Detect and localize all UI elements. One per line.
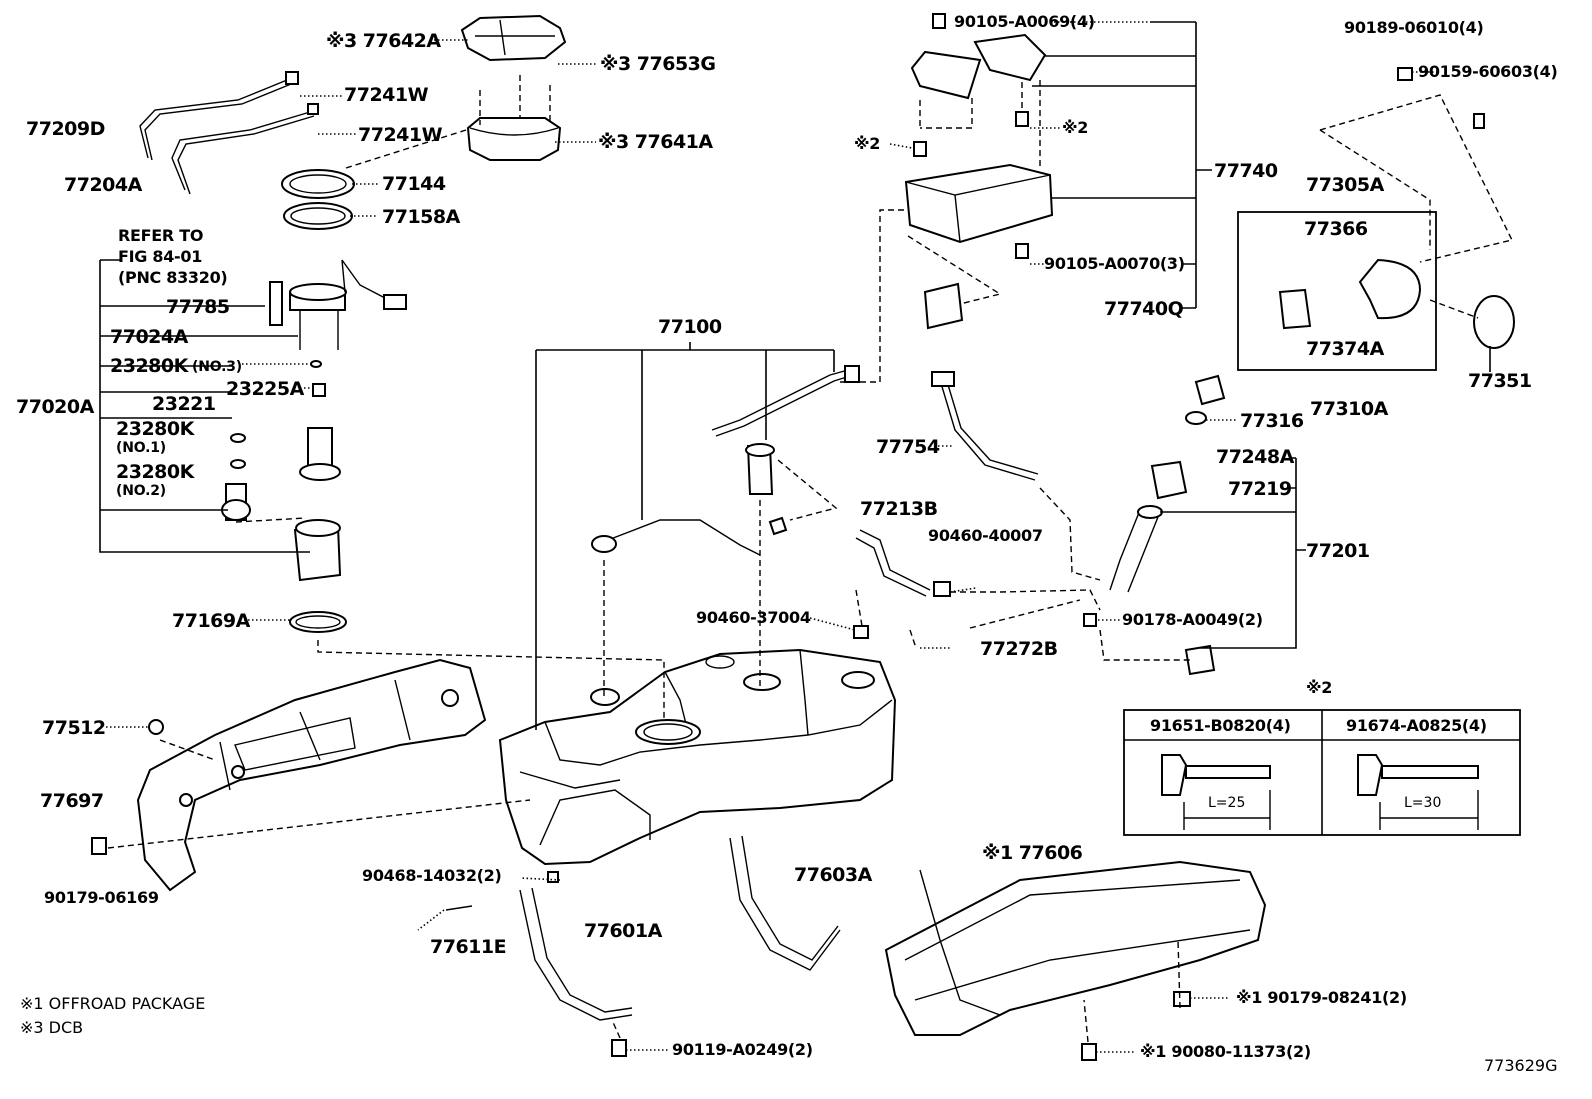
callout-90189-06010: 90189-06010(4) (1344, 18, 1484, 37)
leader-lines (106, 21, 1440, 1053)
callout-77219: 77219 (1228, 478, 1292, 500)
assembly-dashes (107, 80, 1514, 1043)
tank-bands (445, 835, 841, 1021)
refer-line-2: FIG 84-01 (118, 247, 203, 266)
callout-77641A: ※3 77641A (598, 131, 713, 153)
refer-line-1: REFER TO (118, 226, 204, 245)
callout-77316: 77316 (1240, 410, 1304, 432)
bolt-table-length-1: L=25 (1208, 795, 1246, 811)
callout-77512: 77512 (42, 717, 106, 739)
callout-x2-left: ※2 (854, 134, 881, 153)
callout-77351: 77351 (1468, 370, 1532, 392)
callout-77697: 77697 (40, 790, 104, 812)
callout-77310A: 77310A (1310, 398, 1388, 420)
refer-note: REFER TO FIG 84-01 (PNC 83320) (118, 226, 228, 287)
callout-77653G: ※3 77653G (600, 53, 716, 75)
callout-77020A: 77020A (16, 396, 94, 418)
callout-77754: 77754 (876, 436, 940, 458)
callout-77213B: 77213B (860, 498, 938, 520)
callout-77204A: 77204A (64, 174, 142, 196)
charcoal-canister (904, 13, 1054, 330)
callout-77611E: 77611E (430, 936, 507, 958)
callout-77740Q: 77740Q (1104, 298, 1184, 320)
bolt-table-part-1: 91651-B0820(4) (1150, 716, 1291, 735)
callout-23225A: 23225A (226, 378, 304, 400)
fuel-tank (498, 648, 897, 866)
callout-23280K-1-note: (NO.1) (116, 440, 166, 456)
callout-77305A: 77305A (1306, 174, 1384, 196)
filler-pipe (853, 371, 1226, 676)
callout-90105-A0069: 90105-A0069(4) (954, 12, 1095, 31)
callout-23280K-2: 23280K (116, 461, 194, 483)
callout-77272B: 77272B (980, 638, 1058, 660)
callout-77169A: 77169A (172, 610, 250, 632)
callout-23280K-3-note: (NO.3) (192, 359, 242, 375)
note-dcb: ※3 DCB (20, 1018, 84, 1037)
bolt-table-part-2: 91674-A0825(4) (1346, 716, 1487, 735)
callout-90179-06169: 90179-06169 (44, 888, 159, 907)
note-offroad: ※1 OFFROAD PACKAGE (20, 994, 206, 1013)
callout-77241W-a: 77241W (344, 84, 429, 106)
bolt-table-marker: ※2 (1306, 678, 1333, 697)
callout-77606: ※1 77606 (982, 842, 1083, 864)
callout-77366: 77366 (1304, 218, 1368, 240)
callout-77374A: 77374A (1306, 338, 1384, 360)
callout-77642A: ※3 77642A (326, 30, 441, 52)
callout-77248A: 77248A (1216, 446, 1294, 468)
callout-23221: 23221 (152, 393, 216, 415)
callout-90179-08241: ※1 90179-08241(2) (1236, 988, 1407, 1007)
fuel-pump-module (139, 14, 567, 633)
refer-line-3: (PNC 83320) (118, 268, 228, 287)
skid-plate (884, 860, 1267, 1036)
callout-90468-14032: 90468-14032(2) (362, 866, 502, 885)
callout-77024A: 77024A (110, 326, 188, 348)
callout-90460-37004: 90460-37004 (696, 608, 811, 627)
heat-insulator (136, 658, 487, 892)
fuel-door (1237, 67, 1515, 371)
bolt-table-length-2: L=30 (1404, 795, 1442, 811)
callout-77144: 77144 (382, 173, 446, 195)
bolt-table (1123, 709, 1521, 836)
callout-77209D: 77209D (26, 118, 105, 140)
callout-90105-A0070: 90105-A0070(3) (1044, 254, 1185, 273)
callout-23280K-1: 23280K (116, 418, 194, 440)
callout-77100: 77100 (658, 316, 722, 338)
callout-90080-11373: ※1 90080-11373(2) (1140, 1042, 1311, 1061)
callout-23280K-3: 23280K (110, 355, 188, 377)
callout-77601A: 77601A (584, 920, 662, 942)
figure-code: 773629G (1484, 1056, 1558, 1075)
callout-x2-right: ※2 (1062, 118, 1089, 137)
callout-77785: 77785 (166, 296, 230, 318)
callout-90178-A0049: 90178-A0049(2) (1122, 610, 1263, 629)
callout-90460-40007: 90460-40007 (928, 526, 1043, 545)
callout-77158A: 77158A (382, 206, 460, 228)
callout-23280K-2-note: (NO.2) (116, 483, 166, 499)
callout-90119-A0249: 90119-A0249(2) (672, 1040, 813, 1059)
callout-77201: 77201 (1306, 540, 1370, 562)
callout-77603A: 77603A (794, 864, 872, 886)
callout-77241W-b: 77241W (358, 124, 443, 146)
leader-brackets (99, 21, 1491, 730)
callout-77740: 77740 (1214, 160, 1278, 182)
callout-90159-60603: 90159-60603(4) (1418, 62, 1558, 81)
vent-tube (591, 365, 860, 556)
